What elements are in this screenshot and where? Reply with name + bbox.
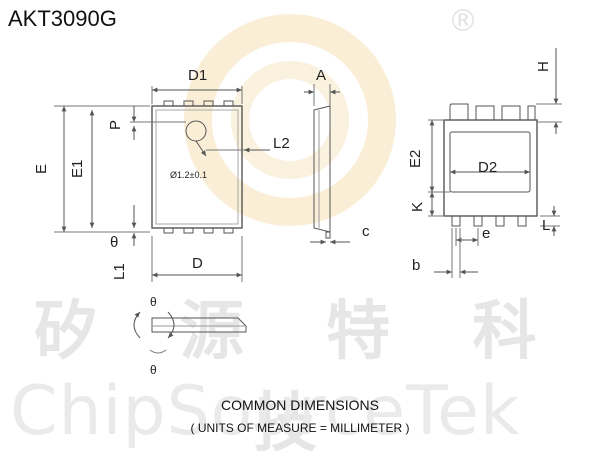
label-H: H: [535, 61, 552, 72]
top-view: [151, 100, 243, 234]
label-E: E: [33, 164, 50, 174]
part-number-title: AKT3090G: [8, 6, 117, 31]
bottom-view: [443, 103, 538, 227]
label-P: P: [107, 120, 124, 130]
label-A: A: [316, 67, 326, 84]
package-drawing: D1 A H P L2 E E1 E2 D2 K θ L1 D c e b L …: [33, 48, 562, 377]
label-D2: D2: [478, 159, 497, 176]
label-theta: θ: [110, 234, 118, 251]
label-b: b: [412, 257, 420, 274]
caption-title: COMMON DIMENSIONS: [221, 397, 379, 413]
label-c: c: [362, 223, 370, 240]
label-L2: L2: [273, 135, 290, 152]
label-E1: E1: [69, 160, 86, 178]
label-theta-bottom: θ: [150, 363, 157, 377]
side-view: [313, 105, 331, 239]
label-theta-top: θ: [150, 295, 157, 309]
label-L: L: [542, 217, 550, 234]
label-D1: D1: [188, 67, 207, 84]
caption-units: ( UNITS OF MEASURE = MILLIMETER ): [190, 421, 410, 435]
label-K: K: [409, 202, 426, 212]
label-L1: L1: [111, 263, 128, 280]
lead-detail-view: [133, 311, 247, 354]
watermark-chinese: 矽 源 特 科 技: [33, 294, 567, 461]
watermark-english: ChipSourceTek: [10, 372, 521, 451]
watermark-logo: [184, 14, 396, 226]
label-e: e: [482, 225, 490, 242]
label-D: D: [192, 255, 203, 272]
label-E2: E2: [407, 150, 424, 168]
label-hole-diameter: Ø1.2±0.1: [170, 170, 207, 180]
registered-mark: ®: [448, 4, 478, 39]
